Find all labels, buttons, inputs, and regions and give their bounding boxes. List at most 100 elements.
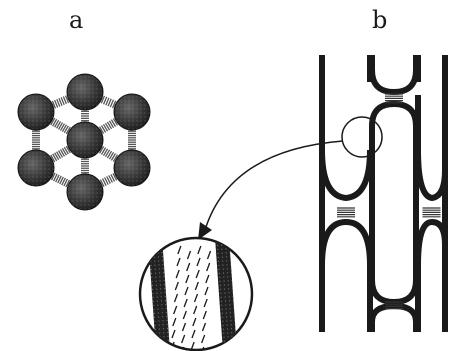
zoom-dash bbox=[193, 305, 198, 315]
bond-hatch bbox=[112, 172, 118, 181]
bond-hatch bbox=[100, 125, 107, 133]
bond-hatch bbox=[102, 123, 109, 132]
sphere-texture bbox=[18, 150, 54, 186]
bond-hatch bbox=[52, 118, 58, 127]
zoom-dash bbox=[197, 245, 202, 255]
zoom-dash bbox=[193, 293, 199, 303]
bond-hatch bbox=[110, 153, 117, 161]
bond-hatch bbox=[104, 122, 111, 131]
zoom-dash bbox=[172, 317, 177, 327]
zoom-dash bbox=[173, 305, 178, 315]
zoom-dash bbox=[174, 281, 179, 291]
bond-hatch bbox=[100, 95, 106, 104]
panel-label-a: a bbox=[69, 6, 84, 34]
bond-hatch bbox=[65, 179, 71, 188]
bond-hatch bbox=[54, 152, 60, 161]
bond-hatch bbox=[51, 100, 57, 109]
bond-hatch bbox=[56, 98, 61, 107]
sphere-texture bbox=[67, 122, 103, 158]
sphere-texture bbox=[67, 74, 103, 110]
zoom-dash bbox=[206, 262, 211, 272]
ring-right-loop-upper bbox=[415, 95, 448, 202]
zoom-dash bbox=[186, 250, 192, 260]
bond-hatch bbox=[54, 99, 59, 108]
bond-hatch bbox=[63, 125, 69, 134]
zoom-dash bbox=[205, 274, 210, 284]
bond-hatch bbox=[57, 150, 64, 158]
zoom-dash bbox=[201, 334, 206, 344]
zoom-dash bbox=[181, 334, 186, 344]
bond-hatch bbox=[110, 119, 117, 127]
bond-hatch bbox=[110, 174, 116, 182]
zoom-arrow bbox=[204, 140, 344, 231]
bond-hatch bbox=[107, 98, 112, 107]
ring-bottom-cap bbox=[369, 302, 419, 332]
bond-hatch bbox=[102, 96, 108, 105]
bond-hatch bbox=[65, 145, 71, 154]
ring-central bbox=[369, 100, 419, 306]
zoom-dash bbox=[181, 322, 187, 332]
highlight-circle bbox=[341, 116, 383, 158]
bond-hatch bbox=[106, 150, 113, 159]
bond-hatch bbox=[98, 146, 105, 154]
ring-bond-hatches bbox=[337, 93, 441, 310]
bond-hatch bbox=[58, 98, 63, 106]
bond-hatch bbox=[63, 146, 69, 155]
bond-hatch bbox=[108, 175, 113, 183]
bond-hatch bbox=[57, 175, 62, 184]
zoom-dash bbox=[206, 250, 212, 260]
bond-hatch bbox=[106, 121, 113, 130]
zoom-dash bbox=[176, 257, 181, 267]
bond-hatch bbox=[99, 179, 105, 188]
bond-hatch bbox=[53, 173, 58, 182]
bond-hatch bbox=[59, 149, 65, 157]
sphere-texture bbox=[18, 94, 54, 130]
bond-hatch bbox=[105, 97, 110, 106]
panel-b-ring-network bbox=[319, 55, 448, 332]
bond-hatch bbox=[57, 122, 64, 130]
panel-a-sphere-cluster bbox=[17, 73, 151, 211]
bond-hatch bbox=[108, 151, 115, 160]
zoom-interior-dashes bbox=[170, 245, 212, 350]
bond-hatch bbox=[100, 147, 107, 155]
zoom-dash bbox=[202, 310, 207, 320]
bond-hatch bbox=[65, 126, 71, 135]
bond-hatch bbox=[61, 124, 67, 133]
bond-hatch bbox=[61, 147, 67, 156]
bond-hatch bbox=[52, 153, 58, 162]
zoom-dash bbox=[194, 281, 199, 291]
bond-hatch bbox=[56, 151, 62, 159]
bond-hatch bbox=[59, 123, 65, 131]
bond-hatch bbox=[108, 120, 115, 129]
ring-left-loop bbox=[319, 149, 373, 202]
zoom-dash bbox=[186, 262, 191, 272]
sphere-texture bbox=[67, 174, 103, 210]
zoom-dash bbox=[183, 298, 188, 308]
zoom-dash bbox=[200, 346, 205, 350]
zoom-dash bbox=[190, 341, 195, 350]
bond-hatch bbox=[55, 174, 60, 183]
zoom-dash bbox=[191, 329, 196, 339]
bond-hatch bbox=[109, 99, 115, 108]
sphere-texture bbox=[114, 94, 150, 130]
bond-hatch bbox=[59, 176, 64, 185]
zoom-dash bbox=[204, 286, 209, 296]
ring-right-loop-lower bbox=[415, 218, 448, 332]
bond-hatch bbox=[64, 95, 70, 104]
ring-left-upper bbox=[322, 120, 370, 172]
bond-hatch bbox=[111, 100, 117, 109]
bond-hatch bbox=[112, 154, 119, 162]
sphere-texture bbox=[114, 150, 150, 186]
bond-hatch bbox=[102, 148, 109, 157]
bond-hatch bbox=[50, 154, 56, 163]
bond-hatch bbox=[63, 178, 68, 187]
bond-hatch bbox=[101, 178, 107, 186]
zoom-dash bbox=[185, 274, 190, 284]
zoom-dash bbox=[184, 286, 189, 296]
zoom-dash bbox=[171, 329, 176, 339]
zoom-dash bbox=[203, 298, 208, 308]
sphere-group bbox=[17, 73, 151, 211]
zoom-dash bbox=[192, 317, 197, 327]
bond-hatch bbox=[54, 119, 60, 128]
